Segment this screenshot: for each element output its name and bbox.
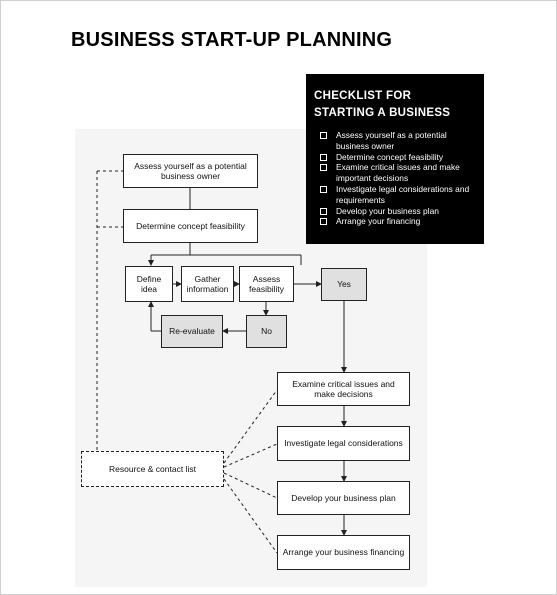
node-arrange-financing: Arrange your business financing bbox=[277, 535, 410, 570]
checkbox-icon bbox=[320, 207, 327, 215]
checkbox-icon bbox=[320, 185, 327, 193]
checklist-item: Investigate legal considerations and req… bbox=[314, 184, 476, 206]
checklist-item: Determine concept feasibility bbox=[314, 152, 476, 163]
node-examine-issues: Examine critical issues and make decisio… bbox=[277, 372, 410, 406]
checklist-panel: CHECKLIST FOR STARTING A BUSINESS Assess… bbox=[306, 74, 484, 244]
node-re-evaluate: Re-evaluate bbox=[161, 315, 223, 348]
checkbox-icon bbox=[320, 132, 327, 139]
page-title: BUSINESS START-UP PLANNING bbox=[71, 29, 393, 51]
dashed-resource-to-examine bbox=[223, 389, 278, 464]
checklist-title: CHECKLIST FOR STARTING A BUSINESS bbox=[314, 88, 476, 122]
checklist-item: Assess yourself as a potential business … bbox=[314, 130, 476, 152]
checklist-title-line-2: STARTING A BUSINESS bbox=[314, 107, 451, 119]
checklist-item: Develop your business plan bbox=[314, 206, 476, 217]
node-define-idea: Define idea bbox=[125, 266, 173, 302]
checkbox-icon bbox=[320, 153, 327, 161]
dashed-resource-to-arrange bbox=[223, 478, 278, 554]
node-gather-information: Gather information bbox=[181, 266, 234, 302]
node-develop-plan: Develop your business plan bbox=[277, 481, 410, 515]
node-determine-concept: Determine concept feasibility bbox=[123, 209, 258, 243]
checklist-item: Examine critical issues and make importa… bbox=[314, 162, 476, 184]
node-assess-yourself: Assess yourself as a potential business … bbox=[123, 154, 258, 188]
dashed-resource-to-develop bbox=[223, 472, 278, 499]
node-assess-feasibility: Assess feasibility bbox=[239, 266, 294, 302]
checkbox-icon bbox=[320, 164, 327, 172]
checklist-items: Assess yourself as a potential business … bbox=[314, 130, 476, 227]
node-no: No bbox=[246, 315, 287, 348]
node-resource-contact-list: Resource & contact list bbox=[81, 451, 224, 487]
checklist-item: Arrange your financing bbox=[314, 216, 476, 227]
checklist-title-line-1: CHECKLIST FOR bbox=[314, 90, 412, 102]
dashed-resource-to-investigate bbox=[223, 443, 278, 468]
node-investigate-legal: Investigate legal considerations bbox=[277, 426, 410, 461]
node-yes: Yes bbox=[321, 268, 367, 301]
checkbox-icon bbox=[320, 218, 327, 226]
